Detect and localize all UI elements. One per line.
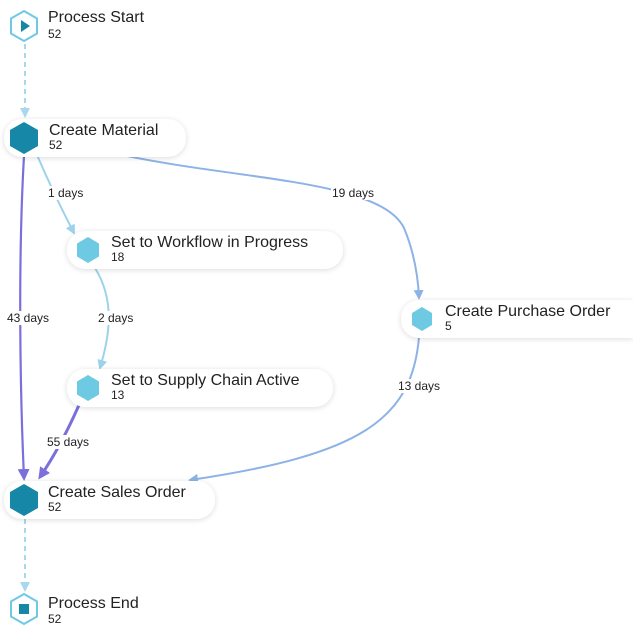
node-count: 52: [48, 612, 62, 626]
stop-icon: [10, 592, 38, 626]
node-title: Create Purchase Order: [445, 303, 611, 320]
hexagon-icon: [10, 484, 38, 516]
node-create-purchase-order[interactable]: Create Purchase Order 5: [401, 300, 633, 338]
node-process-end[interactable]: Process End 52: [6, 592, 176, 626]
edge-purchase-order-to-sales-order: [188, 336, 420, 484]
node-create-sales-order[interactable]: Create Sales Order 52: [4, 481, 215, 519]
hexagon-icon: [77, 375, 99, 401]
node-title: Process End: [48, 595, 139, 612]
node-create-material[interactable]: Create Material 52: [4, 119, 186, 157]
hexagon-icon: [77, 237, 99, 263]
node-title: Process Start: [48, 9, 145, 26]
edge-create-material-to-purchase-order: [121, 154, 424, 300]
node-set-to-workflow[interactable]: Set to Workflow in Progress 18: [67, 231, 343, 269]
node-count: 18: [111, 250, 125, 264]
node-count: 52: [48, 27, 62, 41]
edge-label-wf-sc: 2 days: [97, 311, 135, 325]
node-title: Create Sales Order: [48, 484, 186, 501]
play-icon: [10, 9, 38, 43]
hexagon-icon: [10, 122, 38, 154]
node-count: 52: [48, 500, 62, 514]
node-count: 13: [111, 388, 125, 402]
node-set-to-supply-chain[interactable]: Set to Supply Chain Active 13: [67, 369, 333, 407]
edge-label-sc-so: 55 days: [46, 435, 91, 449]
edge-label-po-so: 13 days: [397, 379, 442, 393]
node-count: 52: [49, 138, 63, 152]
node-count: 5: [445, 319, 452, 333]
node-title: Set to Supply Chain Active: [111, 372, 300, 389]
edge-label-cm-so: 43 days: [6, 311, 51, 325]
edge-label-cm-wf: 1 days: [47, 186, 85, 200]
node-title: Set to Workflow in Progress: [111, 234, 309, 251]
hexagon-icon: [412, 307, 432, 331]
node-process-start[interactable]: Process Start 52: [6, 6, 176, 46]
edge-label-cm-po: 19 days: [331, 186, 376, 200]
node-title: Create Material: [49, 122, 159, 139]
